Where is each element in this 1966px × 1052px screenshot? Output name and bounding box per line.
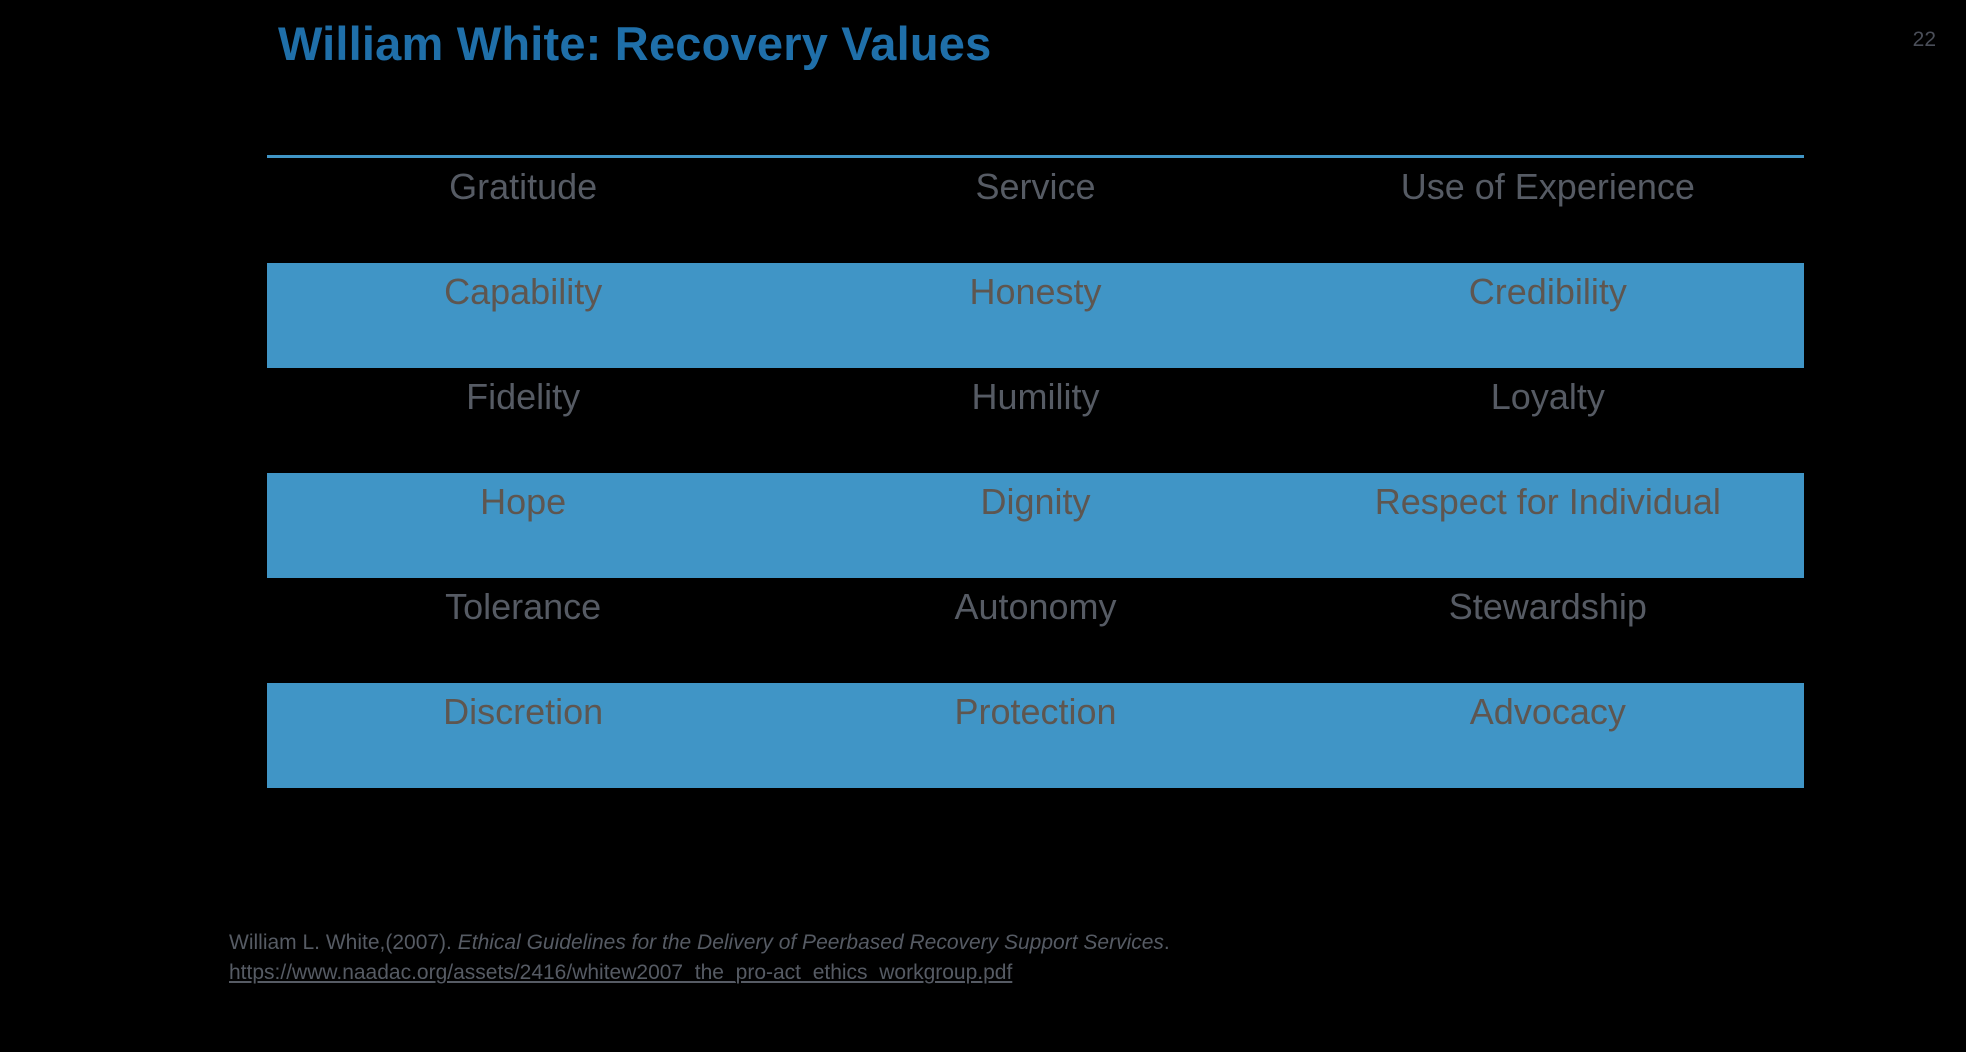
table-row: Discretion Protection Advocacy	[267, 683, 1804, 788]
table-cell: Advocacy	[1469, 691, 1626, 732]
citation-reference-line: William L. White,(2007). Ethical Guideli…	[229, 928, 1170, 958]
table-cell: Use of Experience	[1400, 166, 1695, 207]
table-cell: Respect for Individual	[1374, 481, 1721, 522]
table-row: Gratitude Service Use of Experience	[267, 158, 1804, 263]
page-title: William White: Recovery Values	[278, 17, 992, 70]
table-cell: Tolerance	[445, 586, 602, 627]
table-cell: Stewardship	[1448, 586, 1647, 627]
page-number: 22	[1912, 28, 1936, 51]
table-row: Hope Dignity Respect for Individual	[267, 473, 1804, 578]
citation-period: .	[1163, 931, 1170, 954]
table-cell: Humility	[971, 376, 1100, 417]
table-cell: Credibility	[1468, 271, 1627, 312]
table-cell: Discretion	[443, 691, 604, 732]
table-cell: Loyalty	[1490, 376, 1605, 417]
table-cell: Capability	[444, 271, 603, 312]
table-cell: Service	[975, 166, 1096, 207]
table-cell: Honesty	[969, 271, 1102, 312]
table-row: Fidelity Humility Loyalty	[267, 368, 1804, 473]
table-cell: Hope	[480, 481, 567, 522]
table-cell: Protection	[954, 691, 1117, 732]
citation-block: William L. White,(2007). Ethical Guideli…	[229, 928, 1170, 989]
table-cell: Gratitude	[449, 166, 598, 207]
citation-url-line: https://www.naadac.org/assets/2416/white…	[229, 958, 1170, 988]
table-row: Tolerance Autonomy Stewardship	[267, 578, 1804, 683]
citation-work-title: Ethical Guidelines for the Delivery of P…	[457, 931, 1164, 954]
citation-url-link[interactable]: https://www.naadac.org/assets/2416/white…	[229, 961, 1013, 985]
table-cell: Dignity	[980, 481, 1091, 522]
citation-author-year: William L. White,(2007).	[229, 931, 458, 954]
table-row: Capability Honesty Credibility	[267, 263, 1804, 368]
table-cell: Fidelity	[466, 376, 581, 417]
table-cell: Autonomy	[954, 586, 1117, 627]
recovery-values-table: Gratitude Service Use of Experience Capa…	[267, 155, 1804, 788]
